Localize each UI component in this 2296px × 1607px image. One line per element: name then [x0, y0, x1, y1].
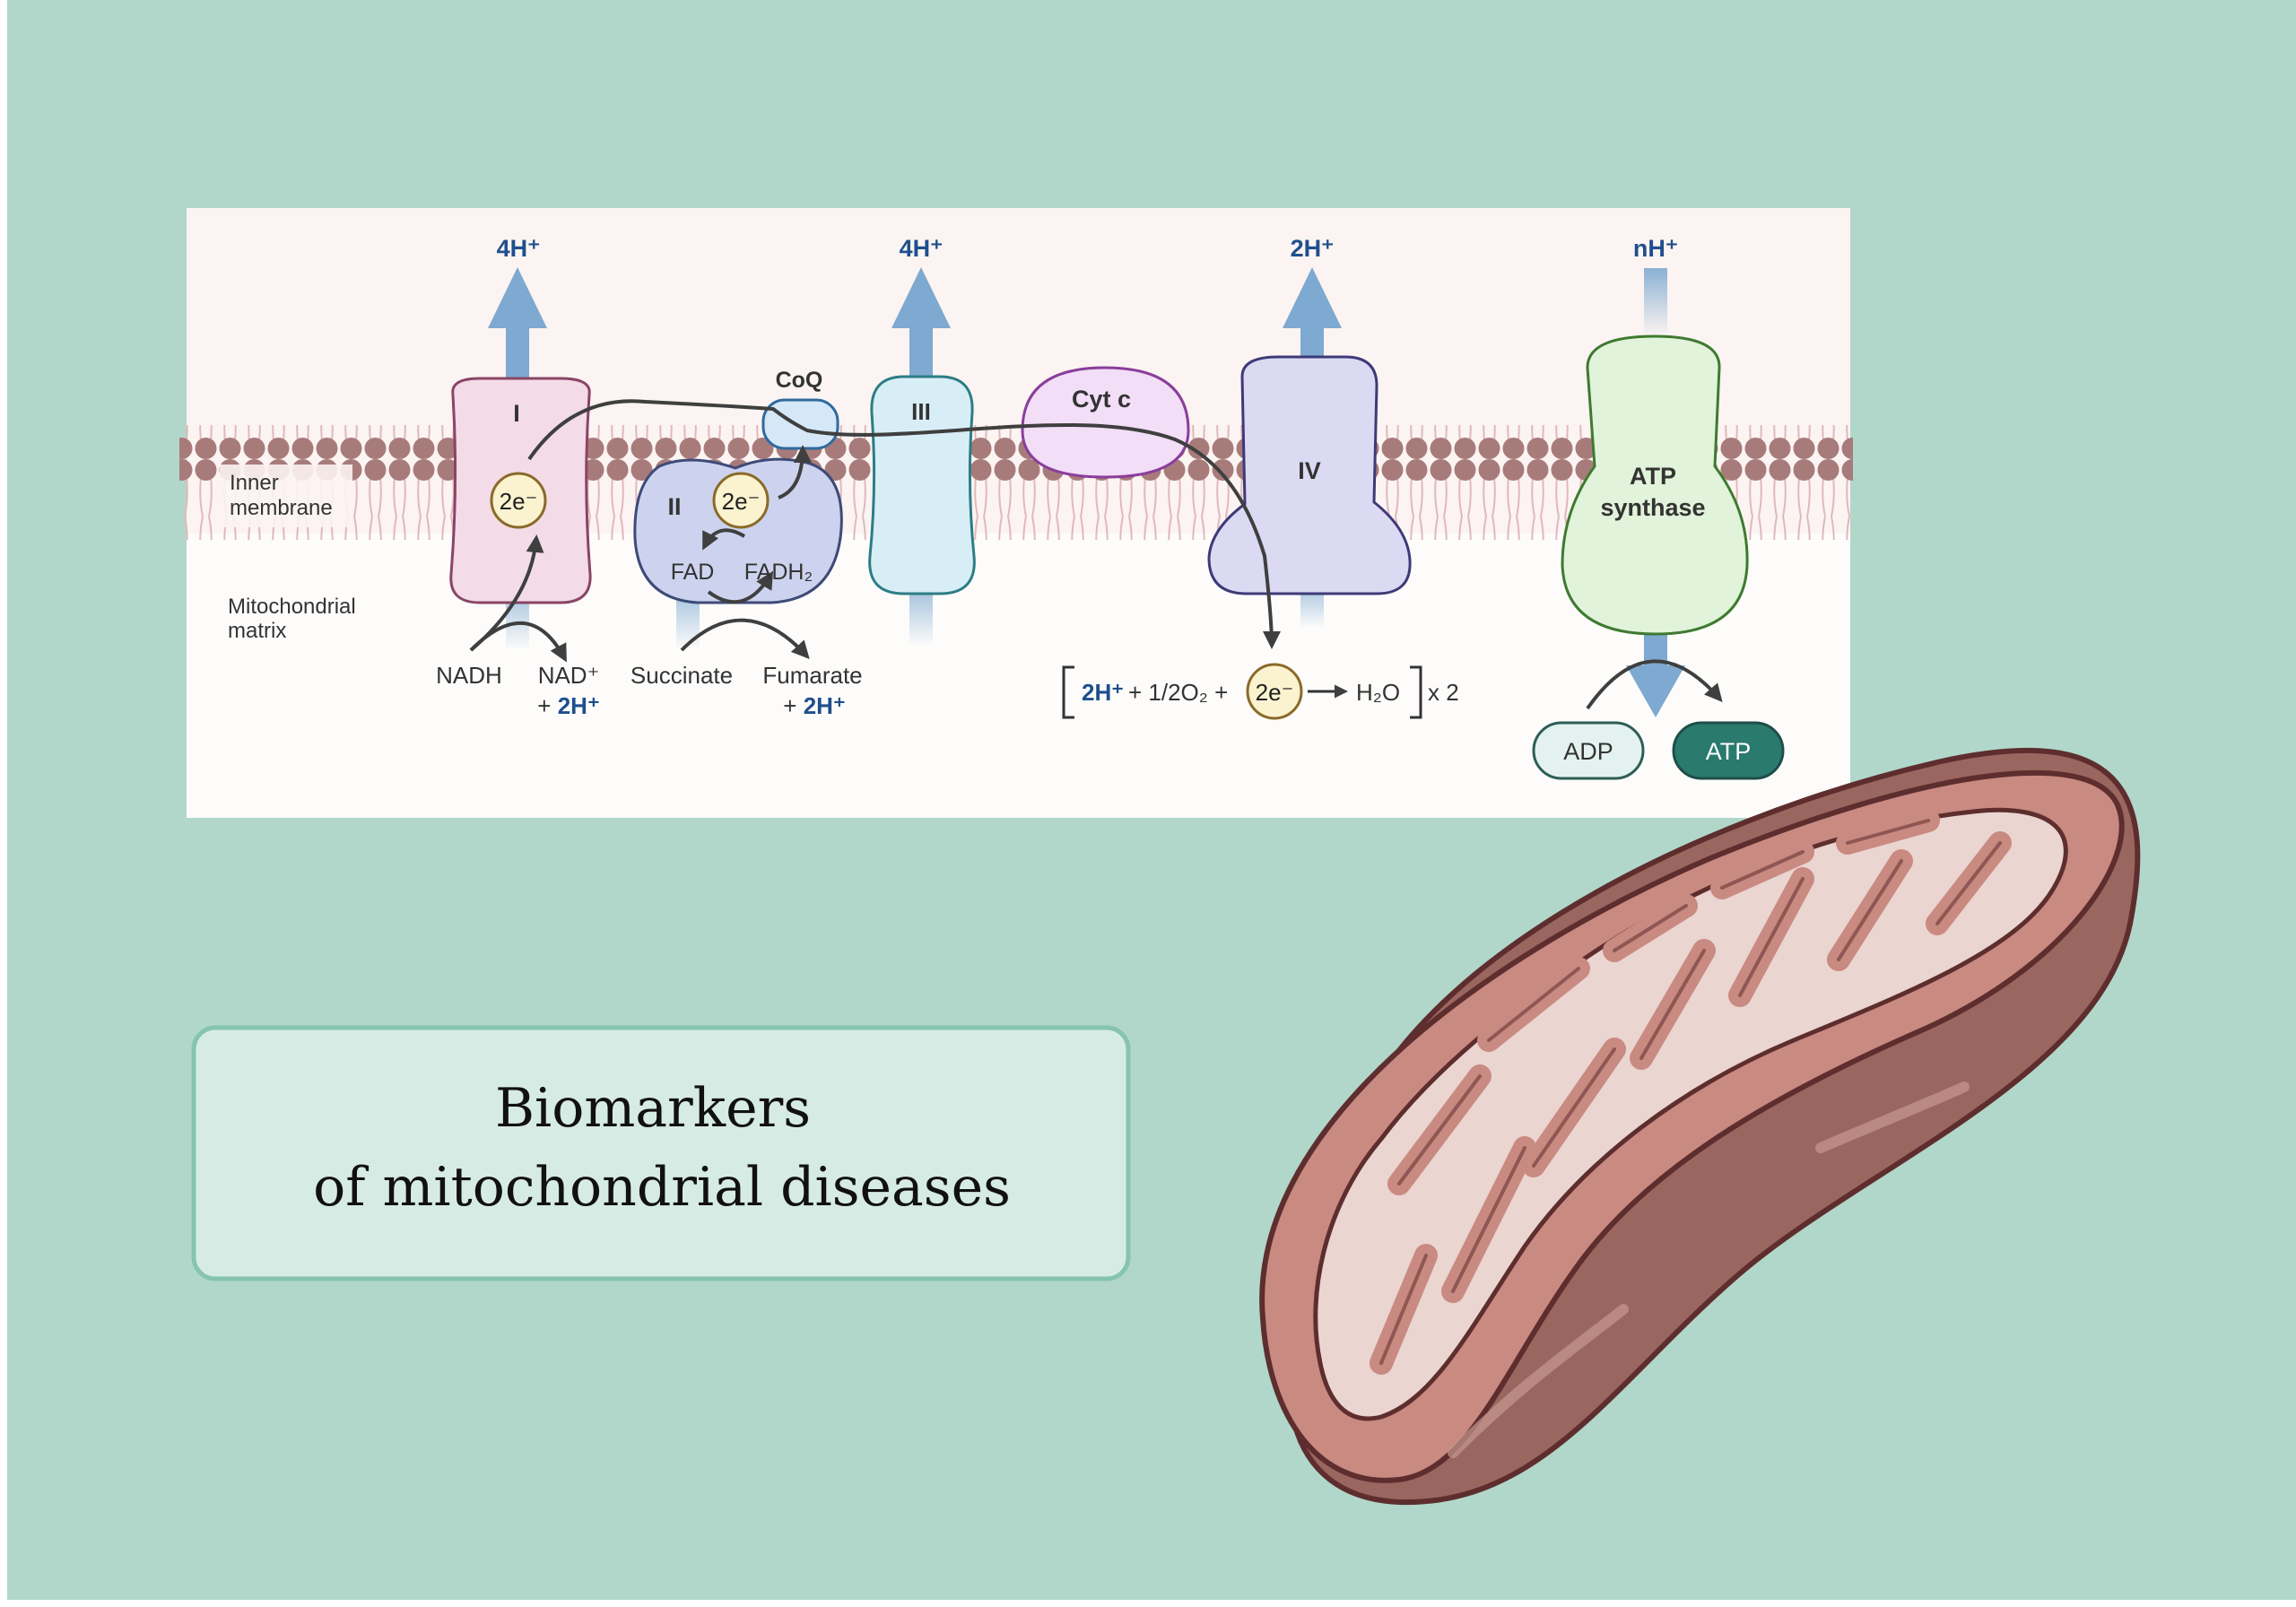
complex-III-label: III [911, 398, 931, 425]
arrow-succinate-to-fumarate [680, 618, 810, 659]
arrow-fad-cycle-2 [707, 570, 774, 604]
label-nad: NAD⁺ [538, 662, 600, 689]
protons-complex-III: 4H⁺ [900, 235, 944, 262]
arrow-nadh-to-nad [469, 621, 567, 663]
svg-text:ATP: ATP [1706, 738, 1752, 765]
svg-text:2e⁻: 2e⁻ [722, 488, 761, 515]
svg-text:2e⁻: 2e⁻ [500, 488, 538, 515]
title-line-2: of mitochondrial diseases [313, 1156, 1011, 1219]
inner-membrane-label: Inner membrane [220, 465, 352, 527]
cyt-c-label: Cyt c [1072, 386, 1131, 413]
title-box: Biomarkers of mitochondrial diseases [191, 1025, 1131, 1281]
complex-I-label: I [513, 400, 520, 427]
label-matrix-1: Mitochondrial [228, 595, 356, 619]
reaction-multiplier: x 2 [1428, 679, 1459, 706]
svg-text:ADP: ADP [1563, 738, 1613, 765]
reaction-oxygen: + 1/2O₂ + [1128, 679, 1228, 706]
label-inner: Inner [230, 471, 279, 495]
arrow-fad-cycle-1 [702, 528, 746, 551]
label-fadh2: FADH₂ [744, 560, 813, 585]
atp-synthase-label-1: ATP [1630, 463, 1676, 490]
reaction-water: H₂O [1356, 679, 1400, 706]
label-fad: FAD [671, 560, 715, 585]
protons-complex-IV: 2H⁺ [1291, 235, 1335, 262]
complex-IV: IV [1207, 355, 1412, 595]
label-matrix-2: matrix [228, 619, 286, 643]
adp-badge: ADP [1532, 721, 1645, 780]
electrons-complex-I: 2e⁻ [490, 472, 547, 529]
complex-III: III [868, 375, 976, 595]
coq-label: CoQ [776, 368, 823, 393]
atp-synthase: ATP synthase [1561, 334, 1749, 636]
water-reaction: 2H⁺ + 1/2O₂ + H₂O x 2 [1062, 665, 1459, 719]
title-line-1: Biomarkers [495, 1077, 811, 1140]
label-fumarate: Fumarate [762, 662, 862, 689]
cyt-c: Cyt c [1021, 366, 1190, 479]
complex-II-label: II [667, 493, 681, 520]
protons-complex-I: 4H⁺ [497, 235, 541, 262]
protons-atp-synthase: nH⁺ [1633, 235, 1678, 262]
label-fumarate-protons: + 2H⁺ [783, 692, 845, 719]
complex-II: II [633, 457, 843, 604]
electrons-complex-II: 2e⁻ [712, 472, 770, 529]
reaction-protons: 2H⁺ [1082, 679, 1124, 706]
label-membrane: membrane [230, 496, 333, 520]
mitochondrion [1259, 747, 2141, 1506]
arrow-electrons-to-coq [778, 445, 812, 499]
electrons-reaction: 2e⁻ [1246, 663, 1303, 720]
atp-synthase-label-2: synthase [1600, 494, 1705, 521]
label-nadh: NADH [436, 662, 502, 689]
arrow-adp-to-atp [1586, 659, 1723, 710]
svg-text:2e⁻: 2e⁻ [1256, 679, 1294, 706]
complex-IV-label: IV [1298, 457, 1321, 484]
label-nad-protons: + 2H⁺ [537, 692, 599, 719]
label-succinate: Succinate [631, 662, 733, 689]
atp-badge: ATP [1672, 721, 1785, 780]
electron-path [527, 399, 1281, 649]
